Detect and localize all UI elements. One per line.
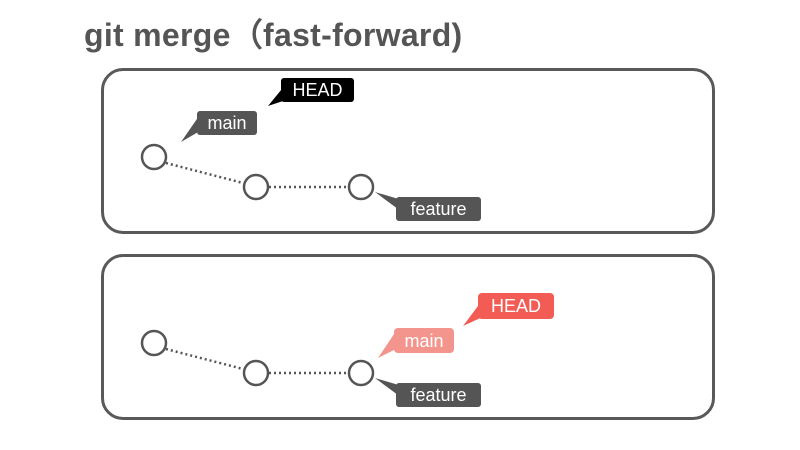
feature-label-text: feature xyxy=(410,385,466,405)
head-label: HEAD xyxy=(268,78,354,106)
commit-node-2 xyxy=(242,359,270,387)
main-branch-label: main xyxy=(378,328,454,358)
before-graph: HEAD main feature xyxy=(140,78,481,221)
head-label-text: HEAD xyxy=(491,296,541,316)
feature-label-pointer xyxy=(375,192,402,212)
feature-label-box xyxy=(396,197,481,221)
head-label-box xyxy=(281,78,354,102)
main-label-text: main xyxy=(404,331,443,351)
head-label-box xyxy=(478,293,554,319)
commit-node-1 xyxy=(140,143,168,171)
commit-node-3 xyxy=(347,173,375,201)
edge-commit1-commit2 xyxy=(165,347,244,371)
feature-branch-label: feature xyxy=(375,378,481,407)
diagram-title: git merge（fast-forward) xyxy=(84,17,463,53)
edge-commit1-commit2 xyxy=(165,161,244,185)
feature-label-text: feature xyxy=(410,199,466,219)
commit-node-2 xyxy=(242,173,270,201)
head-label-text: HEAD xyxy=(292,80,342,100)
feature-branch-label: feature xyxy=(375,192,481,221)
after-graph: HEAD main feature xyxy=(140,293,554,407)
feature-label-pointer xyxy=(375,378,402,398)
feature-label-box xyxy=(396,383,481,407)
commit-node-1 xyxy=(140,329,168,357)
main-label-text: main xyxy=(207,113,246,133)
main-label-box xyxy=(394,328,454,353)
main-label-box xyxy=(197,111,257,135)
commit-node-3 xyxy=(347,359,375,387)
head-label: HEAD xyxy=(463,293,554,326)
main-branch-label: main xyxy=(181,111,257,142)
